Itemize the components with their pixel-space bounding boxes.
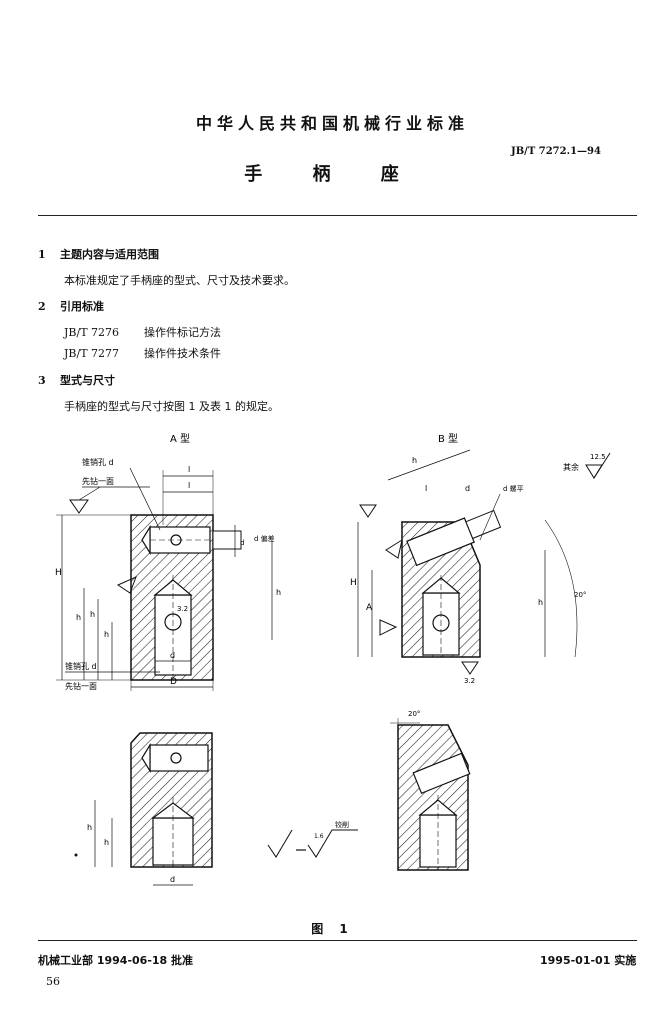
b-dim-H: H xyxy=(350,578,357,588)
a-dim-h3: h xyxy=(104,630,109,639)
a-dim-h-right: h xyxy=(276,588,281,597)
surface-value: 1.6 xyxy=(314,833,324,840)
standard-number: JB/T 7272.1—94 xyxy=(511,146,601,157)
a-tolerance: d 偏差 xyxy=(254,534,275,543)
reference-code: JB/T 7276 xyxy=(64,326,120,339)
b-dim-d: d xyxy=(465,484,470,493)
c-dim-h1: h xyxy=(104,838,109,847)
a-dim-h1: h xyxy=(76,613,81,622)
header-rule xyxy=(38,215,637,216)
section-title: 主题内容与适用范围 xyxy=(60,248,159,261)
reference-code: JB/T 7277 xyxy=(64,347,120,360)
section-title: 型式与尺寸 xyxy=(60,374,115,387)
a-taper-hole-bottom: 锥销孔 d xyxy=(65,661,97,671)
b-dim-hs: h xyxy=(538,598,543,607)
a-dim-d-top: d xyxy=(240,539,244,547)
section-number: 2 xyxy=(38,300,46,313)
a-drill-note-bottom: 先钻一面 xyxy=(65,681,97,691)
reference-item: JB/T 7277 操作件技术条件 xyxy=(64,345,221,361)
page-number: 56 xyxy=(46,975,60,988)
type-b-label: B 型 xyxy=(438,432,458,445)
section-view-d xyxy=(397,724,471,871)
implementation-note: 1995-01-01 实施 xyxy=(540,954,637,967)
c-dim-h2: h xyxy=(87,823,92,832)
roughness-b: 3.2 xyxy=(464,677,475,685)
organization-title: 中华人民共和国机械行业标准 xyxy=(195,114,469,133)
reference-item: JB/T 7276 操作件标记方法 xyxy=(64,324,221,340)
type-b-body xyxy=(401,509,502,658)
a-dim-H: H xyxy=(55,568,62,578)
surface-label: 铰削 xyxy=(335,820,349,829)
section-title: 引用标准 xyxy=(60,300,104,313)
approval-note: 机械工业部 1994-06-18 批准 xyxy=(38,954,194,967)
b-thread: d 螺平 xyxy=(503,484,524,493)
rest-roughness: 12.5 xyxy=(590,453,606,461)
reference-name: 操作件标记方法 xyxy=(144,326,221,339)
a-taper-hole-top: 锥销孔 d xyxy=(82,457,114,467)
a-dim-l: l xyxy=(188,481,190,490)
section-number: 1 xyxy=(38,248,46,261)
b-angle: 20° xyxy=(574,591,586,599)
section-1-text: 本标准规定了手柄座的型式、尺寸及技术要求。 xyxy=(64,274,295,287)
section-1-heading: 1 主题内容与适用范围 xyxy=(38,246,159,262)
footer-rule xyxy=(38,940,637,941)
roughness-3-2: 3.2 xyxy=(177,605,188,613)
a-dim-l1: l xyxy=(188,465,190,474)
b-dim-l1: l xyxy=(425,484,427,493)
d-angle: 20° xyxy=(408,710,420,718)
a-dim-D: D xyxy=(170,677,177,687)
type-a-body xyxy=(130,514,242,681)
figure-caption: 图 1 xyxy=(311,922,354,936)
document-title: 手 柄 座 xyxy=(244,164,421,185)
type-a-label: A 型 xyxy=(170,432,190,445)
surface-roughness-symbol: 1.6 铰削 xyxy=(267,820,358,858)
section-view-c xyxy=(130,732,213,868)
a-dim-d-bottom: d xyxy=(170,651,175,660)
b-dim-A: A xyxy=(366,603,373,613)
a-dim-h2: h xyxy=(90,610,95,619)
section-3-heading: 3 型式与尺寸 xyxy=(38,372,115,388)
figure-1-drawing: A 型 锥销孔 d 先钻一面 l l H h h h d d 偏差 h xyxy=(55,432,611,886)
b-dim-h: h xyxy=(412,456,417,465)
section-2-heading: 2 引用标准 xyxy=(38,298,104,314)
section-number: 3 xyxy=(38,374,46,387)
c-dim-d: d xyxy=(170,875,175,884)
a-drill-note-top: 先钻一面 xyxy=(82,476,114,486)
reference-name: 操作件技术条件 xyxy=(144,347,221,360)
rest-label: 其余 xyxy=(563,462,579,472)
section-3-text: 手柄座的型式与尺寸按图 1 及表 1 的规定。 xyxy=(64,400,279,413)
